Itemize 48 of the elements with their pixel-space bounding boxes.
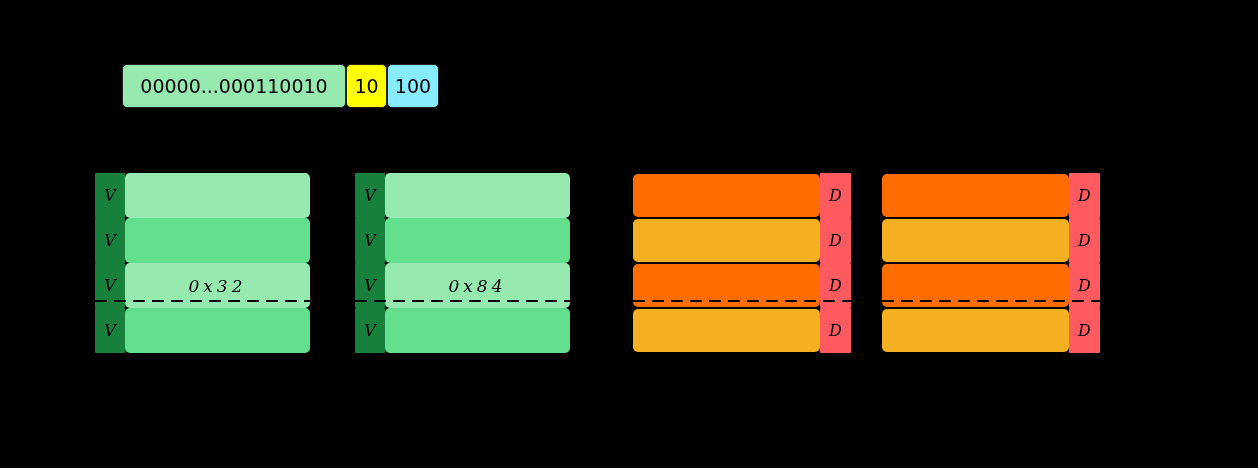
dirty-bit-cell xyxy=(820,308,851,353)
cache-line-bar xyxy=(385,173,570,218)
cache-line-bar xyxy=(385,308,570,353)
cache-line-bar xyxy=(633,219,820,262)
flag-letter: V xyxy=(104,186,116,205)
flag-letter: V xyxy=(364,276,376,295)
bit-field-text: 00000...000110010 xyxy=(140,75,328,97)
address-field xyxy=(387,64,439,108)
flag-letter: D xyxy=(829,231,842,250)
flag-letter: D xyxy=(1078,321,1091,340)
valid-bit-cell xyxy=(355,308,385,353)
cache-line-bar xyxy=(633,174,820,217)
dirty-bit-cell xyxy=(1069,173,1100,218)
flag-letter: D xyxy=(1078,186,1091,205)
flag-letter: D xyxy=(1078,276,1091,295)
cache-line-bar xyxy=(882,264,1069,307)
bit-field-text: 10 xyxy=(354,75,379,97)
valid-bit-cell xyxy=(355,173,385,218)
address-field xyxy=(346,64,387,108)
cache-line-bar xyxy=(882,309,1069,352)
cache-line-bar xyxy=(633,264,820,307)
cache-line-bar xyxy=(882,174,1069,217)
cache-line-bar xyxy=(882,219,1069,262)
tag-value: 0x84 xyxy=(448,275,507,296)
flag-letter: V xyxy=(364,231,376,250)
cache-line-bar xyxy=(125,173,310,218)
bit-field-text: 100 xyxy=(394,75,432,97)
flag-letter: V xyxy=(104,321,116,340)
dirty-bit-cell xyxy=(1069,308,1100,353)
cache-line-bar xyxy=(633,309,820,352)
flag-letter: V xyxy=(104,231,116,250)
flag-letter: D xyxy=(829,186,842,205)
flag-letter: D xyxy=(829,321,842,340)
address-field xyxy=(122,64,346,108)
cache-line-bar xyxy=(125,218,310,263)
cache-line-bar xyxy=(385,218,570,263)
valid-bit-cell xyxy=(95,308,125,353)
flag-letter: V xyxy=(364,321,376,340)
cache-line-bar xyxy=(125,308,310,353)
cache-line-bar xyxy=(125,263,310,308)
dirty-bit-cell xyxy=(820,173,851,218)
valid-bit-cell xyxy=(95,173,125,218)
flag-letter: V xyxy=(104,276,116,295)
flag-letter: D xyxy=(1078,231,1091,250)
flag-letter: D xyxy=(829,276,842,295)
tag-value: 0x32 xyxy=(188,275,247,296)
flag-letter: V xyxy=(364,186,376,205)
cache-line-bar xyxy=(385,263,570,308)
